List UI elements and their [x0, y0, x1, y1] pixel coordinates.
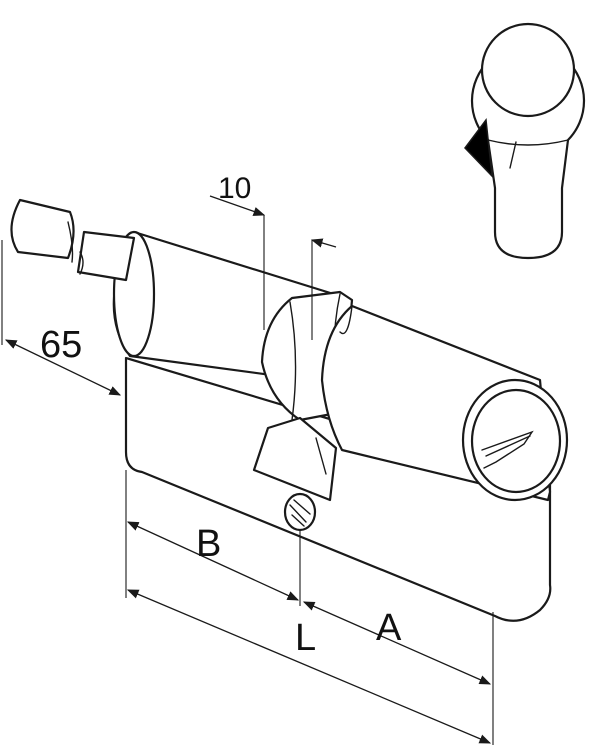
dimension-65-label: 65	[40, 324, 82, 366]
dimension-10: 10	[209, 172, 337, 340]
dimension-b-label: B	[196, 523, 221, 565]
profile-cross-section-icon	[464, 22, 586, 260]
cylinder-body	[112, 230, 569, 622]
thumb-shaft	[10, 198, 136, 282]
dimension-10-label: 10	[218, 172, 251, 205]
dimension-65: 65	[1, 240, 122, 396]
dimension-l-label: L	[295, 617, 316, 659]
cam-icon	[464, 118, 493, 179]
dimension-a-label: A	[376, 607, 402, 649]
dimension-l: L	[126, 589, 492, 744]
dimension-a: A	[302, 601, 494, 745]
